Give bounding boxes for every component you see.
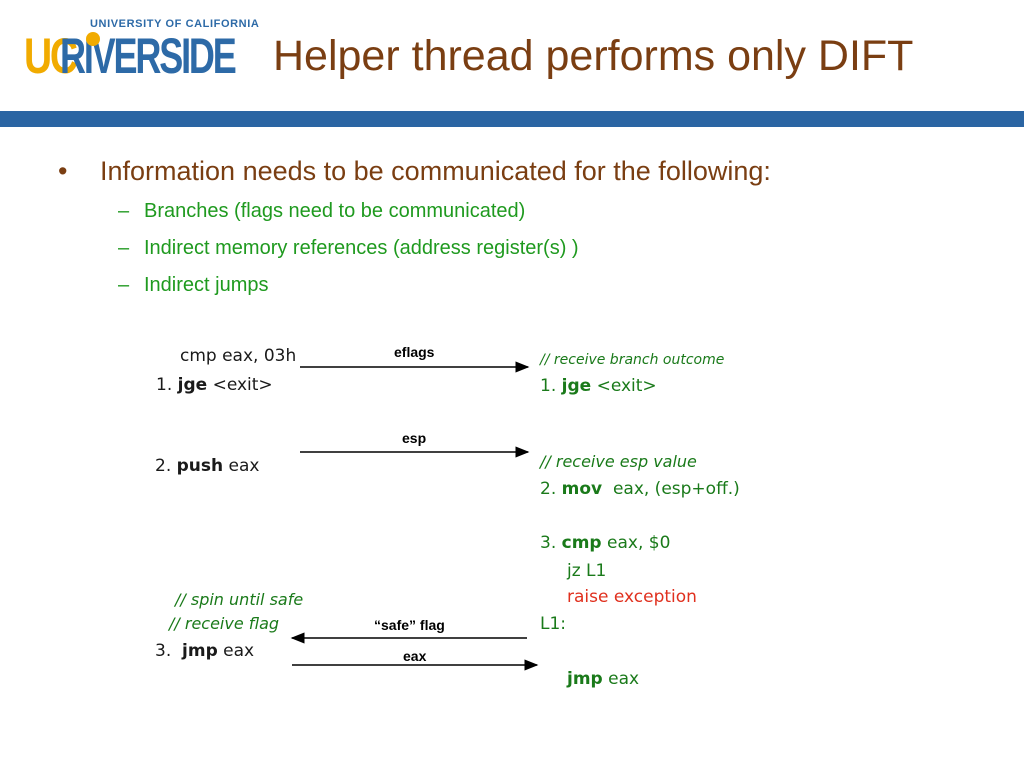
line-number: 1. — [156, 375, 173, 395]
line-number: 2. — [540, 479, 557, 499]
dash-icon: – — [118, 200, 130, 222]
right-code-jmp: jmp eax — [567, 669, 639, 689]
sub-bullet-text: Indirect memory references (address regi… — [144, 237, 579, 259]
sub-bullet-3: –Indirect jumps — [118, 274, 269, 297]
keyword: jmp — [182, 641, 218, 661]
sub-bullet-2: –Indirect memory references (address reg… — [118, 237, 579, 260]
sub-bullet-1: –Branches (flags need to be communicated… — [118, 200, 525, 223]
right-code-jge: 1. jge <exit> — [540, 376, 657, 396]
bullet-main-text: Information needs to be communicated for… — [100, 156, 771, 186]
left-code-cmp: cmp eax, 03h — [180, 346, 297, 366]
keyword: jge — [561, 376, 592, 396]
left-comment-receive-flag: // receive flag — [169, 614, 280, 633]
right-code-jz: jz L1 — [567, 561, 607, 581]
line-number: 2. — [155, 456, 172, 476]
slide-title: Helper thread performs only DIFT — [273, 32, 914, 80]
left-comment-spin: // spin until safe — [175, 590, 304, 609]
logo-university-text: UNIVERSITY OF CALIFORNIA — [90, 18, 260, 30]
bullet-main: • Information needs to be communicated fo… — [58, 156, 771, 187]
line-number: 1. — [540, 376, 557, 396]
safe-flag-label: “safe” flag — [374, 617, 445, 633]
bullet-dot-icon: • — [58, 156, 68, 186]
keyword: jge — [177, 375, 208, 395]
operand: eax — [608, 669, 640, 689]
eflags-label: eflags — [394, 344, 435, 360]
operand: eax, (esp+off.) — [612, 479, 740, 499]
esp-label: esp — [402, 430, 427, 446]
dash-icon: – — [118, 274, 130, 296]
keyword: push — [176, 456, 224, 476]
left-code-jmp: 3. jmp eax — [155, 641, 254, 661]
keyword: cmp — [561, 533, 602, 553]
line-number: 3. — [155, 641, 172, 661]
right-code-mov: 2. mov eax, (esp+off.) — [540, 479, 740, 499]
logo-uc-text: UC — [24, 28, 78, 84]
sub-bullet-text: Indirect jumps — [144, 274, 269, 296]
left-code-push: 2. push eax — [155, 456, 259, 476]
keyword: mov — [561, 479, 603, 499]
line-number: 3. — [540, 533, 557, 553]
eax-label: eax — [403, 648, 427, 664]
operand: eax — [223, 641, 255, 661]
operand: eax — [228, 456, 260, 476]
operand: eax, $0 — [607, 533, 671, 553]
header-bar — [0, 111, 1024, 127]
right-code-cmp: 3. cmp eax, $0 — [540, 533, 670, 553]
operand: <exit> — [596, 376, 657, 396]
right-code-raise-exception: raise exception — [567, 587, 697, 607]
dash-icon: – — [118, 237, 130, 259]
right-comment-esp: // receive esp value — [540, 452, 697, 471]
keyword: jmp — [567, 669, 603, 689]
sub-bullet-text: Branches (flags need to be communicated) — [144, 200, 526, 222]
right-comment-branch: // receive branch outcome — [540, 352, 725, 368]
left-code-jge: 1. jge <exit> — [156, 375, 273, 395]
logo-sun-icon — [86, 32, 100, 46]
operand: <exit> — [212, 375, 273, 395]
ucr-logo: UNIVERSITY OF CALIFORNIA UC RIVERSIDE — [24, 16, 259, 86]
right-code-label-l1: L1: — [540, 614, 567, 634]
